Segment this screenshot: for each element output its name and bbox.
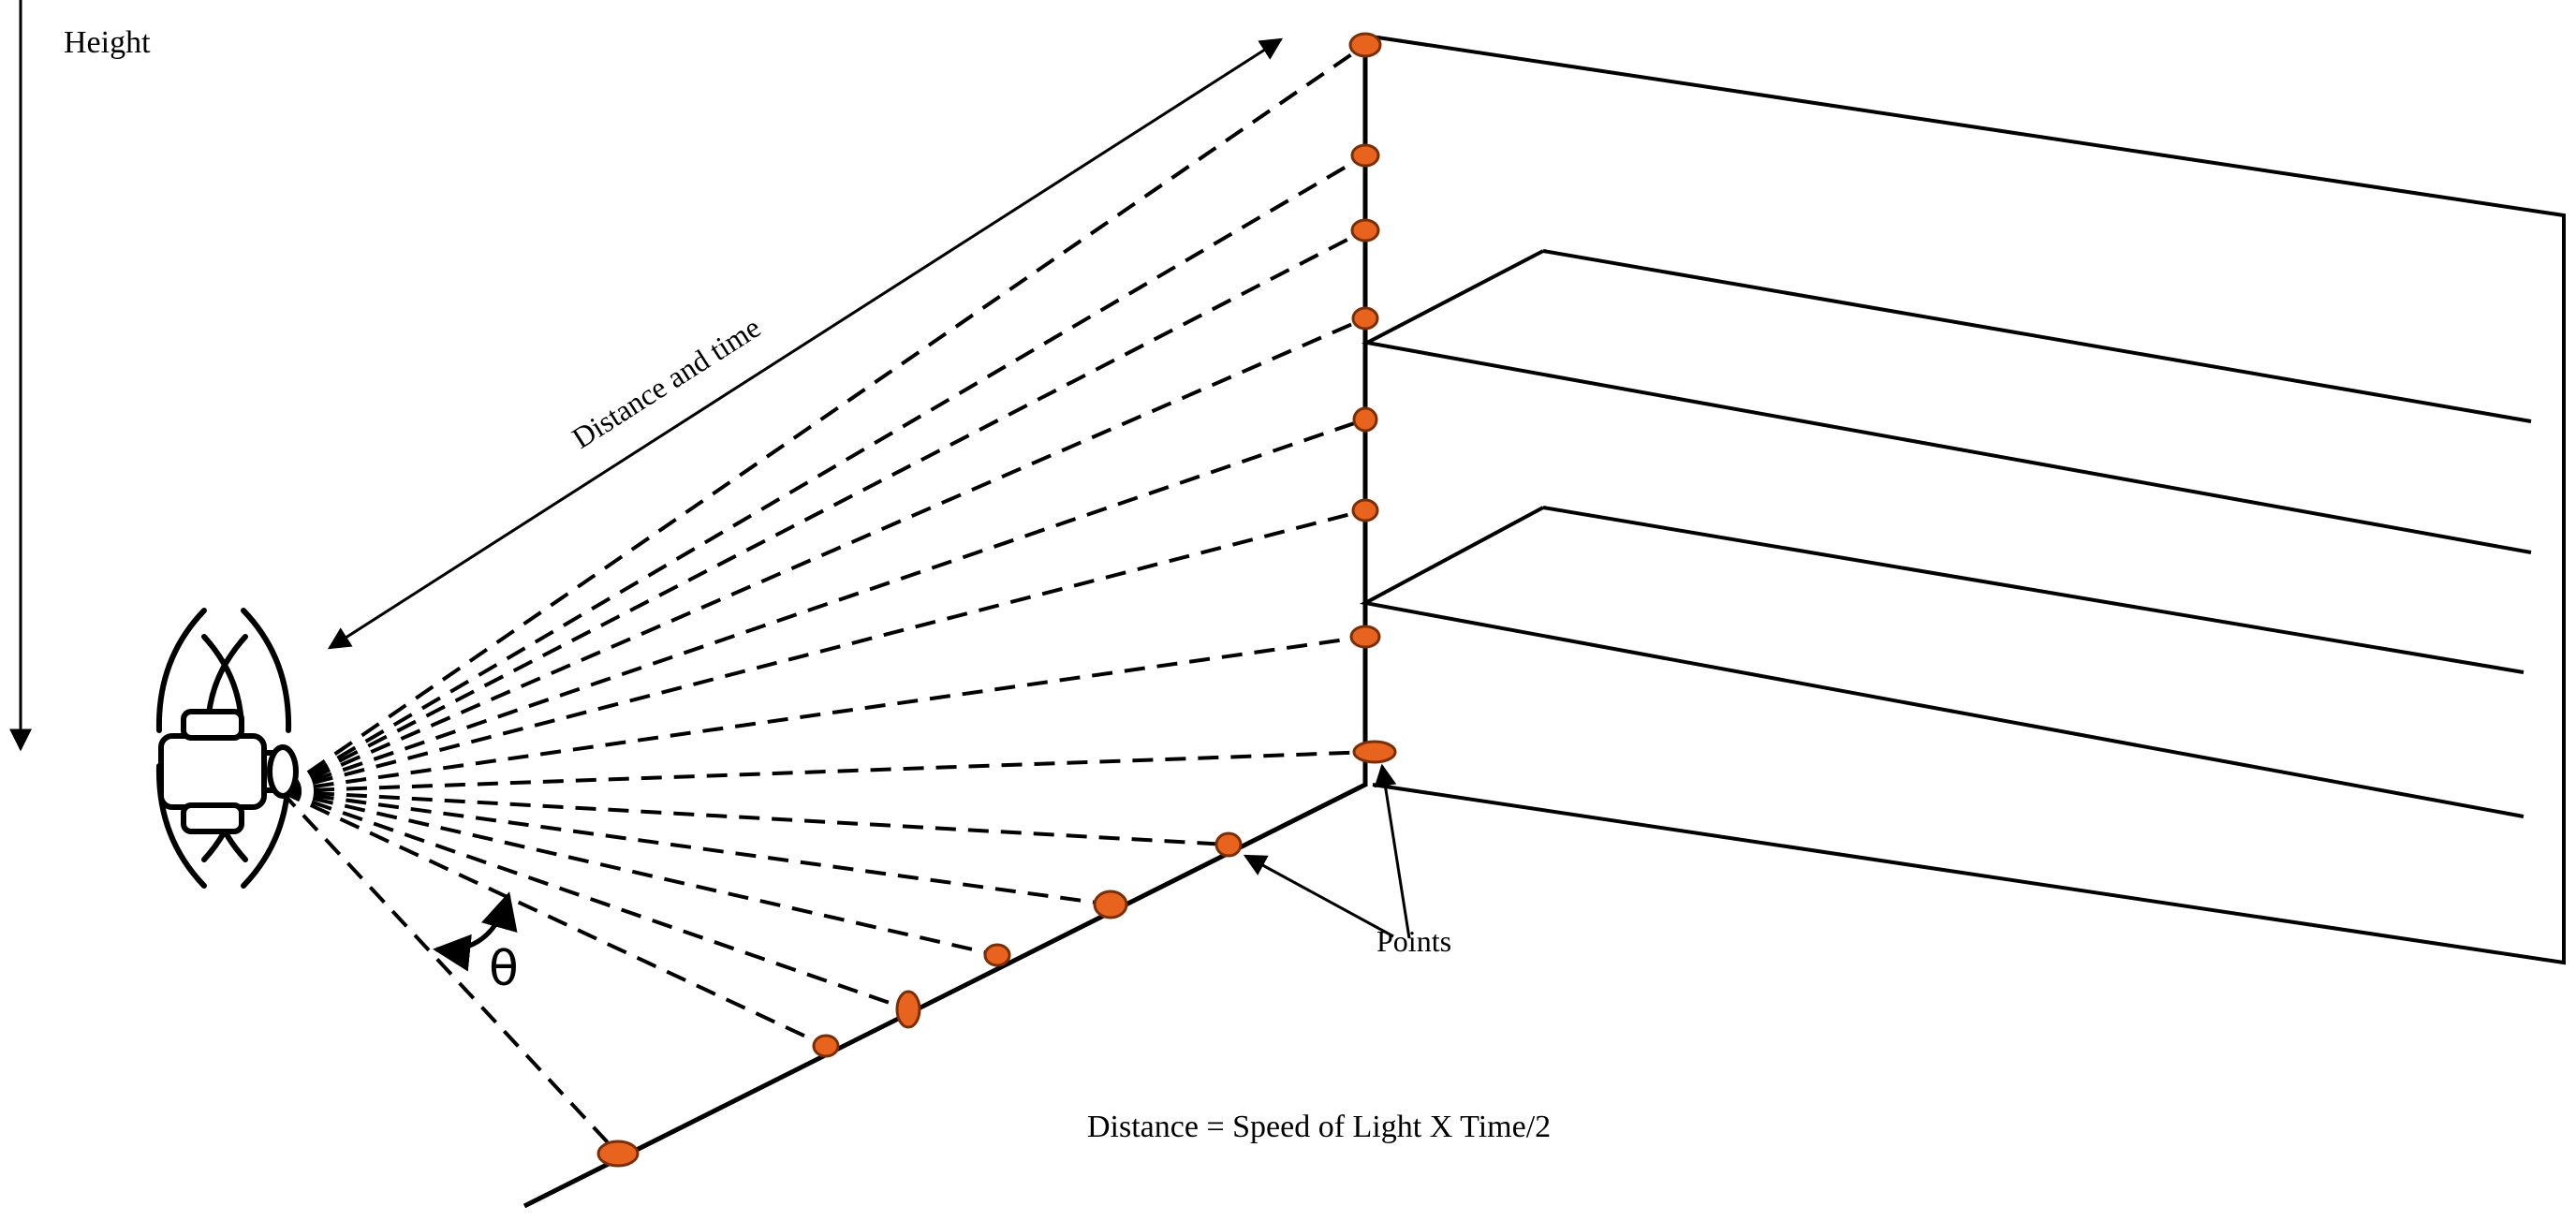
beam [279,43,1367,793]
upper-shelf [1361,249,2532,554]
distance-time-arrow [327,37,1284,650]
point-marker [1214,831,1243,858]
beam [280,789,909,1011]
points-arrow-corner [1374,763,1411,939]
points-label: Points [1376,924,1451,958]
beam [280,789,1229,846]
beam [279,789,620,1155]
point-marker [812,1034,840,1058]
point-marker [1350,218,1380,243]
point-marker [895,990,921,1029]
beam [280,316,1366,793]
beam [280,508,1366,793]
point-marker [1352,406,1378,433]
point-marker [1349,625,1381,649]
point-marker [1351,498,1379,522]
point-marker [1093,890,1128,919]
beam [280,789,1111,906]
beam [280,789,827,1048]
point-marker [1348,32,1382,58]
beam [279,154,1367,793]
lidar-sensor-icon [155,608,299,889]
wall-outline [1364,34,2566,965]
point-marker [596,1140,640,1168]
beam [280,789,998,957]
upper-shelf-back-edge [1542,249,2532,423]
beam [280,228,1366,793]
distance-formula: Distance = Speed of Light X Time/2 [1087,1110,1551,1144]
point-marker [1352,740,1397,764]
beam [280,635,1366,793]
point-marker [1350,143,1380,168]
theta-arc [433,891,518,972]
point-marker [983,943,1011,967]
laser-beams [279,43,1374,1155]
beam [280,418,1366,793]
lower-shelf-back-edge [1542,506,2524,674]
point-marker [1351,306,1379,331]
points-arrow-lower [1243,854,1394,938]
measured-points [596,32,1397,1168]
beam [280,750,1374,793]
theta-symbol: θ [489,941,519,997]
height-label: Height [64,25,151,60]
lower-shelf [1360,506,2524,818]
